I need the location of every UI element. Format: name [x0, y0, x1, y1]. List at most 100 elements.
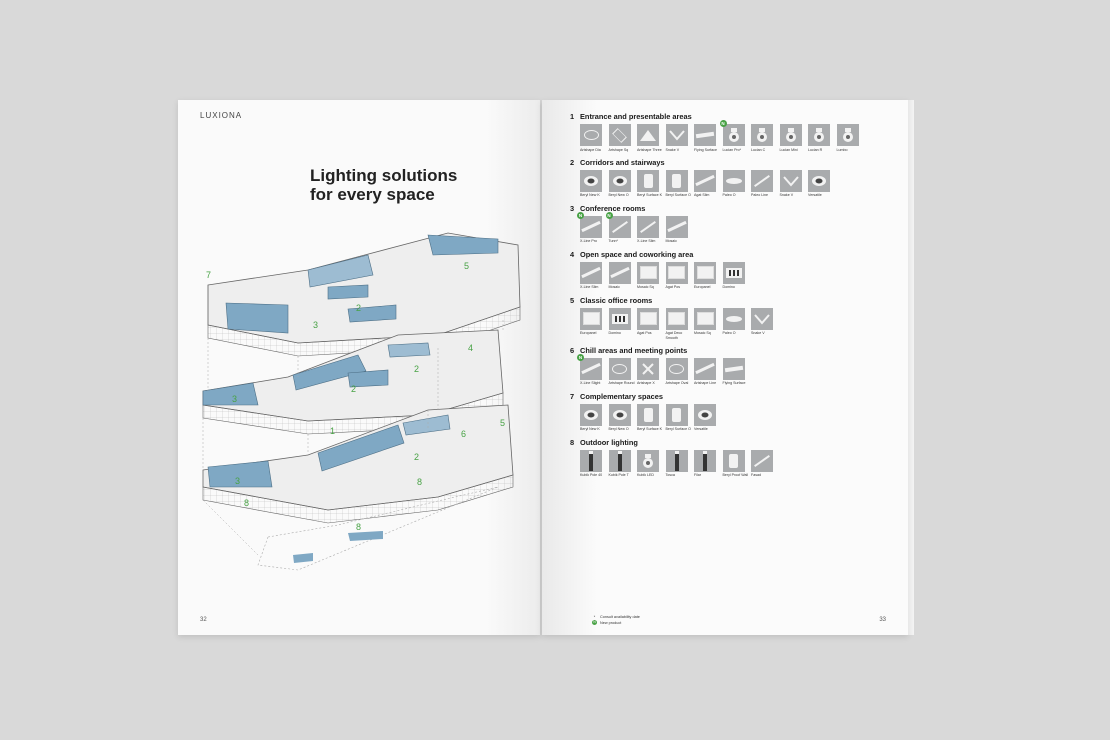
product-item[interactable]: Snake V — [779, 169, 808, 198]
product-item[interactable]: Tosca — [665, 449, 694, 478]
product-spot-icon — [751, 124, 773, 146]
zone-label: 3 — [232, 394, 237, 404]
product-item[interactable]: Agat Slim — [694, 169, 722, 198]
product-item[interactable]: X-Line Slim — [580, 261, 608, 290]
product-label: Snake V — [665, 147, 680, 152]
product-item[interactable]: Artshape Line — [694, 357, 722, 386]
product-label: Artshape Dia — [580, 147, 601, 152]
product-item[interactable]: Mosaic — [665, 215, 694, 244]
section-title: Conference rooms — [580, 203, 646, 213]
product-label: X-Line Slight — [580, 381, 601, 386]
zone-label: 2 — [414, 364, 419, 374]
product-item[interactable]: Mosaic — [608, 261, 637, 290]
product-item[interactable]: Mosaic Sq — [637, 261, 665, 290]
product-label: Mosaic — [665, 239, 677, 244]
legend-consult: * Consult availability date — [592, 615, 640, 619]
section-number: 1 — [570, 112, 575, 121]
product-item[interactable]: Artshape Three — [637, 124, 665, 152]
product-panel-icon — [637, 307, 659, 330]
product-pole-icon — [608, 449, 631, 472]
product-item[interactable]: Agat Pos — [665, 261, 694, 290]
product-item[interactable]: Kubik LED — [637, 449, 665, 478]
product-label: Beryl New O — [608, 193, 629, 198]
product-item[interactable]: Snake V — [665, 124, 694, 152]
zone-label: 8 — [417, 477, 422, 487]
section-title: Complementary spaces — [580, 391, 663, 401]
product-label: X-Line Slim — [580, 285, 599, 290]
product-item[interactable]: Artshape Sq — [608, 124, 637, 152]
product-label: Mosaic Sq — [694, 331, 711, 336]
product-item[interactable]: Domino — [722, 261, 751, 290]
product-diagonal-icon — [580, 357, 602, 380]
product-line-icon — [608, 215, 631, 238]
product-label: Lucian C — [751, 147, 766, 152]
product-item[interactable]: Agat Pos — [637, 307, 665, 340]
product-item[interactable]: Beryl Surface O — [665, 403, 694, 432]
legend-new: N New product — [592, 620, 640, 625]
product-item[interactable]: Paleo Line — [751, 169, 779, 198]
zone-label: 5 — [500, 418, 505, 428]
product-label: Artshape Sq — [608, 147, 629, 152]
product-item[interactable]: Beryl Surface K — [637, 169, 665, 198]
product-spot-icon — [637, 449, 659, 472]
product-item[interactable]: X-Line Slim — [637, 215, 665, 244]
product-diagonal-icon — [694, 169, 716, 192]
product-item[interactable]: Domino — [608, 307, 637, 340]
product-item[interactable]: Beryl Proof Wall — [722, 449, 751, 478]
product-item[interactable]: Paleo O — [722, 307, 751, 340]
product-item[interactable]: Beryl New K — [580, 403, 608, 432]
product-label: Tunn* — [608, 239, 618, 244]
product-flat-icon — [722, 169, 745, 192]
product-label: Snake V — [779, 193, 794, 198]
product-item[interactable]: Mosaic Sq — [694, 307, 722, 340]
product-item[interactable]: Versatile — [808, 169, 836, 198]
product-item[interactable]: Artshape Oval — [665, 357, 694, 386]
product-item[interactable]: Lucian C — [751, 124, 779, 152]
product-item[interactable]: Beryl New O — [608, 169, 637, 198]
product-item[interactable]: Flying Surface — [722, 357, 751, 386]
product-diagonal-icon — [694, 357, 716, 380]
product-label: Paleo O — [722, 331, 736, 336]
product-item[interactable]: Snake V — [751, 307, 779, 340]
product-item[interactable]: Flying Surface — [694, 124, 722, 152]
product-item[interactable]: Artshape Round — [608, 357, 637, 386]
product-item[interactable]: Lucian Mini — [779, 124, 808, 152]
brand-logo: LUXIONA — [200, 111, 243, 120]
product-item[interactable]: Kubik Pole 40 — [580, 449, 608, 478]
product-item[interactable]: Paleo O — [722, 169, 751, 198]
product-item[interactable]: Beryl New O — [608, 403, 637, 432]
product-item[interactable]: Fasad — [751, 449, 779, 478]
product-item[interactable]: Artshape Dia — [580, 124, 608, 152]
product-item[interactable]: Europanel — [580, 307, 608, 340]
product-label: Domino — [722, 285, 735, 290]
product-diagonal-icon — [580, 261, 602, 284]
product-label: Mosaic — [608, 285, 620, 290]
product-item[interactable]: Beryl New K — [580, 169, 608, 198]
product-downlight-icon — [580, 169, 602, 192]
product-item[interactable]: Versatile — [694, 403, 722, 432]
product-item[interactable]: Europanel — [694, 261, 722, 290]
product-item[interactable]: Beryl Surface K — [637, 403, 665, 432]
product-item[interactable]: Filar — [694, 449, 722, 478]
product-item[interactable]: Agat Deco Smooth — [665, 307, 694, 340]
section-number: 4 — [570, 249, 575, 259]
product-item[interactable]: Lumbo — [836, 124, 865, 152]
product-item[interactable]: Beryl Surface O — [665, 169, 694, 198]
product-item[interactable]: Artshape X — [637, 357, 665, 386]
product-item[interactable]: Lucian R — [808, 124, 836, 152]
zone-label: 2 — [356, 303, 361, 313]
product-flat-icon — [722, 307, 745, 330]
product-diagonal-icon — [608, 261, 631, 284]
title-line-2: for every space — [310, 185, 435, 204]
product-item[interactable]: Kubik Pole T — [608, 449, 637, 478]
section-title: Classic office rooms — [580, 295, 653, 305]
